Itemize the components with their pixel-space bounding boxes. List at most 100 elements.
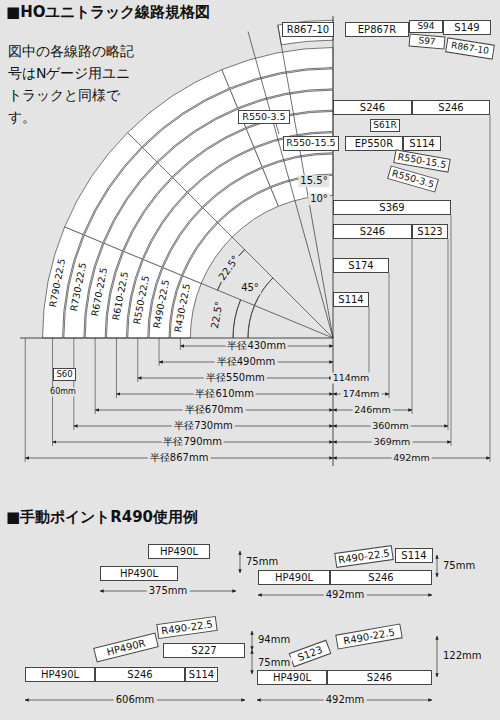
dimension-label: 606mm bbox=[114, 694, 157, 706]
extension-line bbox=[451, 215, 452, 446]
dimension-label: 174mm bbox=[341, 389, 382, 400]
track-piece: S61R bbox=[370, 119, 400, 132]
section-heading: ■手動ポイントR490使用例 bbox=[6, 509, 198, 526]
track-code: R867-10 bbox=[450, 41, 489, 57]
track-code: S246 bbox=[360, 102, 385, 113]
dimension-line bbox=[252, 650, 253, 674]
track-piece: EP550R bbox=[345, 136, 403, 151]
dimension-line bbox=[437, 636, 438, 677]
dimension-label: 246mm bbox=[352, 405, 393, 416]
track-piece: S114 bbox=[333, 292, 369, 307]
extension-line bbox=[73, 338, 74, 430]
extension-line bbox=[95, 338, 96, 414]
track-code: S114 bbox=[338, 294, 363, 305]
track-piece: S246 bbox=[327, 670, 432, 685]
angle-arc bbox=[233, 300, 241, 338]
track-piece: S246 bbox=[95, 667, 185, 682]
dimension-label: 122mm bbox=[441, 650, 484, 662]
track-code: HP490L bbox=[160, 546, 198, 557]
track-code: R490-22.5 bbox=[161, 618, 214, 636]
track-code: S174 bbox=[348, 260, 373, 271]
track-code: EP867R bbox=[358, 24, 396, 35]
track-piece: R867-10 bbox=[445, 37, 495, 59]
track-piece: R490-22.5 bbox=[156, 616, 218, 639]
track-code: S123 bbox=[296, 644, 324, 663]
track-piece: S123 bbox=[289, 640, 332, 668]
track-code: S114 bbox=[189, 669, 214, 680]
dimension-label: 75mm bbox=[244, 556, 280, 568]
curve-track bbox=[222, 48, 333, 89]
track-code: S246 bbox=[360, 226, 385, 237]
curve-track bbox=[278, 20, 333, 45]
track-piece: R490-22.5 bbox=[334, 545, 394, 568]
track-code: S60 bbox=[56, 370, 72, 379]
track-piece: S114 bbox=[185, 667, 218, 682]
dimension-label: 半径790mm bbox=[161, 436, 224, 448]
curve-track bbox=[65, 133, 142, 235]
extension-line bbox=[25, 338, 26, 462]
extension-line bbox=[389, 273, 390, 398]
dimension-label: 半径550mm bbox=[204, 372, 267, 384]
track-piece: HP490L bbox=[148, 544, 210, 559]
track-code: HP490L bbox=[41, 669, 79, 680]
track-code: HP490L bbox=[273, 672, 311, 683]
dimension-label: 492mm bbox=[391, 453, 432, 464]
dimension-label: 492mm bbox=[324, 694, 367, 706]
track-code: R550-3.5 bbox=[242, 112, 285, 122]
curve-track bbox=[128, 70, 230, 147]
track-piece: S174 bbox=[333, 258, 389, 273]
track-piece: HP490L bbox=[25, 667, 95, 682]
track-piece: S246 bbox=[412, 100, 490, 115]
track-piece: S369 bbox=[333, 200, 451, 215]
track-code: S149 bbox=[454, 22, 479, 33]
extension-line bbox=[137, 338, 138, 382]
track-code: R867-10 bbox=[287, 24, 329, 35]
track-piece: S60 bbox=[53, 368, 76, 381]
note-text: 図中の各線路の略記号はNゲージ用ユニトラックと同様です。 bbox=[8, 40, 138, 128]
track-code: R550-15.5 bbox=[397, 152, 447, 171]
track-piece: R490-22.5 bbox=[335, 623, 403, 649]
dimension-label: 半径430mm bbox=[225, 340, 288, 352]
track-piece: R867-10 bbox=[282, 22, 334, 37]
dimension-label: 75mm bbox=[256, 657, 292, 669]
track-piece: S246 bbox=[330, 570, 432, 585]
track-piece: S149 bbox=[443, 20, 491, 35]
track-piece: R550-15.5 bbox=[283, 136, 339, 151]
track-piece: R550-3.5 bbox=[238, 110, 290, 124]
dimension-line bbox=[437, 555, 438, 577]
angle-label: 22.5° bbox=[215, 252, 242, 284]
track-piece: HP490R bbox=[93, 632, 159, 662]
extension-line bbox=[180, 338, 181, 350]
track-piece: S227 bbox=[163, 643, 245, 658]
track-code: HP490R bbox=[105, 637, 146, 657]
dimension-label: 369mm bbox=[372, 437, 413, 448]
leader-line bbox=[276, 124, 279, 134]
diagram-title: ■HOユニトラック線路規格図 bbox=[6, 3, 210, 22]
angle-label: 10° bbox=[308, 193, 330, 205]
track-piece: HP490L bbox=[257, 670, 327, 685]
angle-label: 15.5° bbox=[298, 175, 329, 187]
extension-line bbox=[369, 307, 370, 382]
track-piece: EP867R bbox=[345, 22, 409, 37]
dimension-label: 94mm bbox=[256, 634, 292, 646]
dimension-label: 半径867mm bbox=[148, 452, 211, 464]
track-code: S227 bbox=[191, 645, 216, 656]
track-code: S246 bbox=[127, 669, 152, 680]
track-code: S246 bbox=[368, 572, 393, 583]
track-code: R490-22.5 bbox=[338, 547, 391, 565]
track-piece: S94 bbox=[409, 20, 443, 33]
dimension-label: 半径670mm bbox=[183, 404, 246, 416]
track-code: S94 bbox=[417, 22, 434, 32]
dimension-line bbox=[240, 551, 241, 573]
track-piece: S114 bbox=[403, 136, 441, 151]
track-code: S123 bbox=[417, 226, 442, 237]
dimension-line bbox=[252, 631, 253, 650]
track-piece: HP490L bbox=[100, 566, 178, 581]
extension-line bbox=[448, 239, 449, 430]
track-code: S369 bbox=[379, 202, 404, 213]
track-piece: S114 bbox=[395, 548, 433, 563]
track-code: R550-15.5 bbox=[286, 138, 335, 148]
extension-line bbox=[490, 115, 491, 462]
base-line bbox=[20, 338, 333, 339]
track-code: HP490L bbox=[275, 572, 313, 583]
